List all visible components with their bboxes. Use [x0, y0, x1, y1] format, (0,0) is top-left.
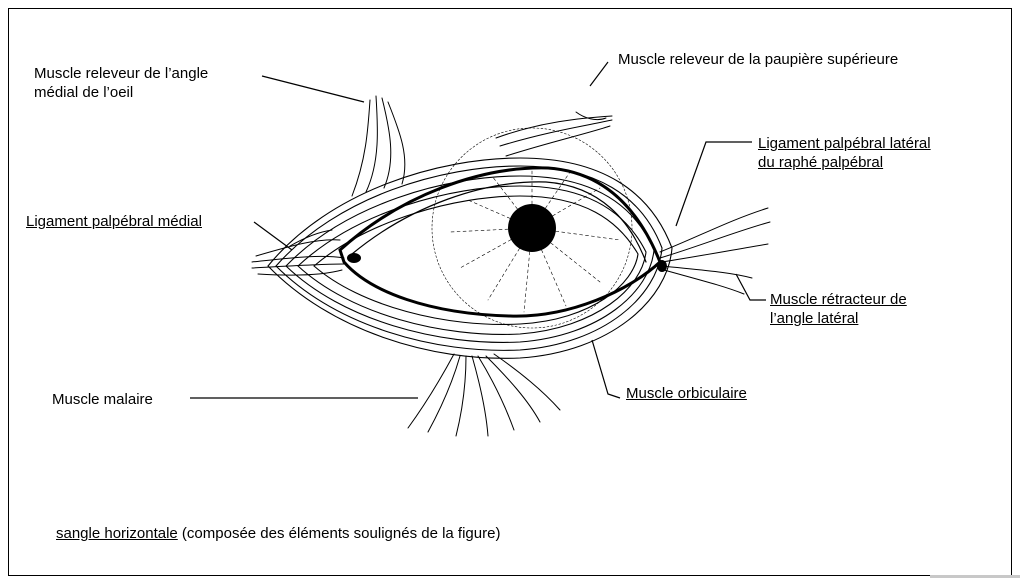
- caption: sangle horizontale (composée des élément…: [56, 524, 500, 543]
- leader-releveur-angle: [262, 76, 364, 102]
- medial-angle-levator-fibres: [352, 96, 405, 196]
- malar-muscle-fibres: [408, 354, 560, 436]
- orbicularis-rings: [268, 158, 672, 358]
- label-orbiculaire: Muscle orbiculaire: [626, 384, 747, 403]
- label-ligament-medial: Ligament palpébral médial: [26, 212, 202, 231]
- label-ligament-lateral: Ligament palpébral latéral du raphé palp…: [758, 134, 931, 172]
- label-line: Muscle rétracteur de: [770, 290, 907, 309]
- label-malaire: Muscle malaire: [52, 390, 153, 409]
- eyelid-outline: [340, 168, 660, 316]
- leader-releveur-paupiere: [590, 62, 608, 86]
- leader-ligament-medial: [254, 222, 292, 250]
- leader-lines: [190, 62, 766, 398]
- label-line: du raphé palpébral: [758, 153, 931, 172]
- label-retracteur: Muscle rétracteur de l’angle latéral: [770, 290, 907, 328]
- label-line: Muscle releveur de l’angle: [34, 64, 208, 83]
- label-line: Ligament palpébral latéral: [758, 134, 931, 153]
- upper-eyelid-levator-fibres: [496, 112, 612, 156]
- caption-rest: (composée des éléments soulignés de la f…: [178, 525, 501, 542]
- edge-mark: [930, 575, 1020, 578]
- caption-underlined: sangle horizontale: [56, 525, 178, 542]
- label-releveur-paupiere: Muscle releveur de la paupière supérieur…: [618, 50, 898, 69]
- leader-ligament-lateral: [676, 142, 752, 226]
- leader-orbiculaire: [592, 340, 620, 398]
- medial-ligament-fibres: [252, 230, 344, 275]
- label-releveur-angle: Muscle releveur de l’angle médial de l’o…: [34, 64, 208, 102]
- label-line: l’angle latéral: [770, 309, 907, 328]
- label-line: médial de l’oeil: [34, 83, 208, 102]
- lateral-ligament-fibres: [660, 208, 770, 294]
- pupil: [508, 204, 556, 252]
